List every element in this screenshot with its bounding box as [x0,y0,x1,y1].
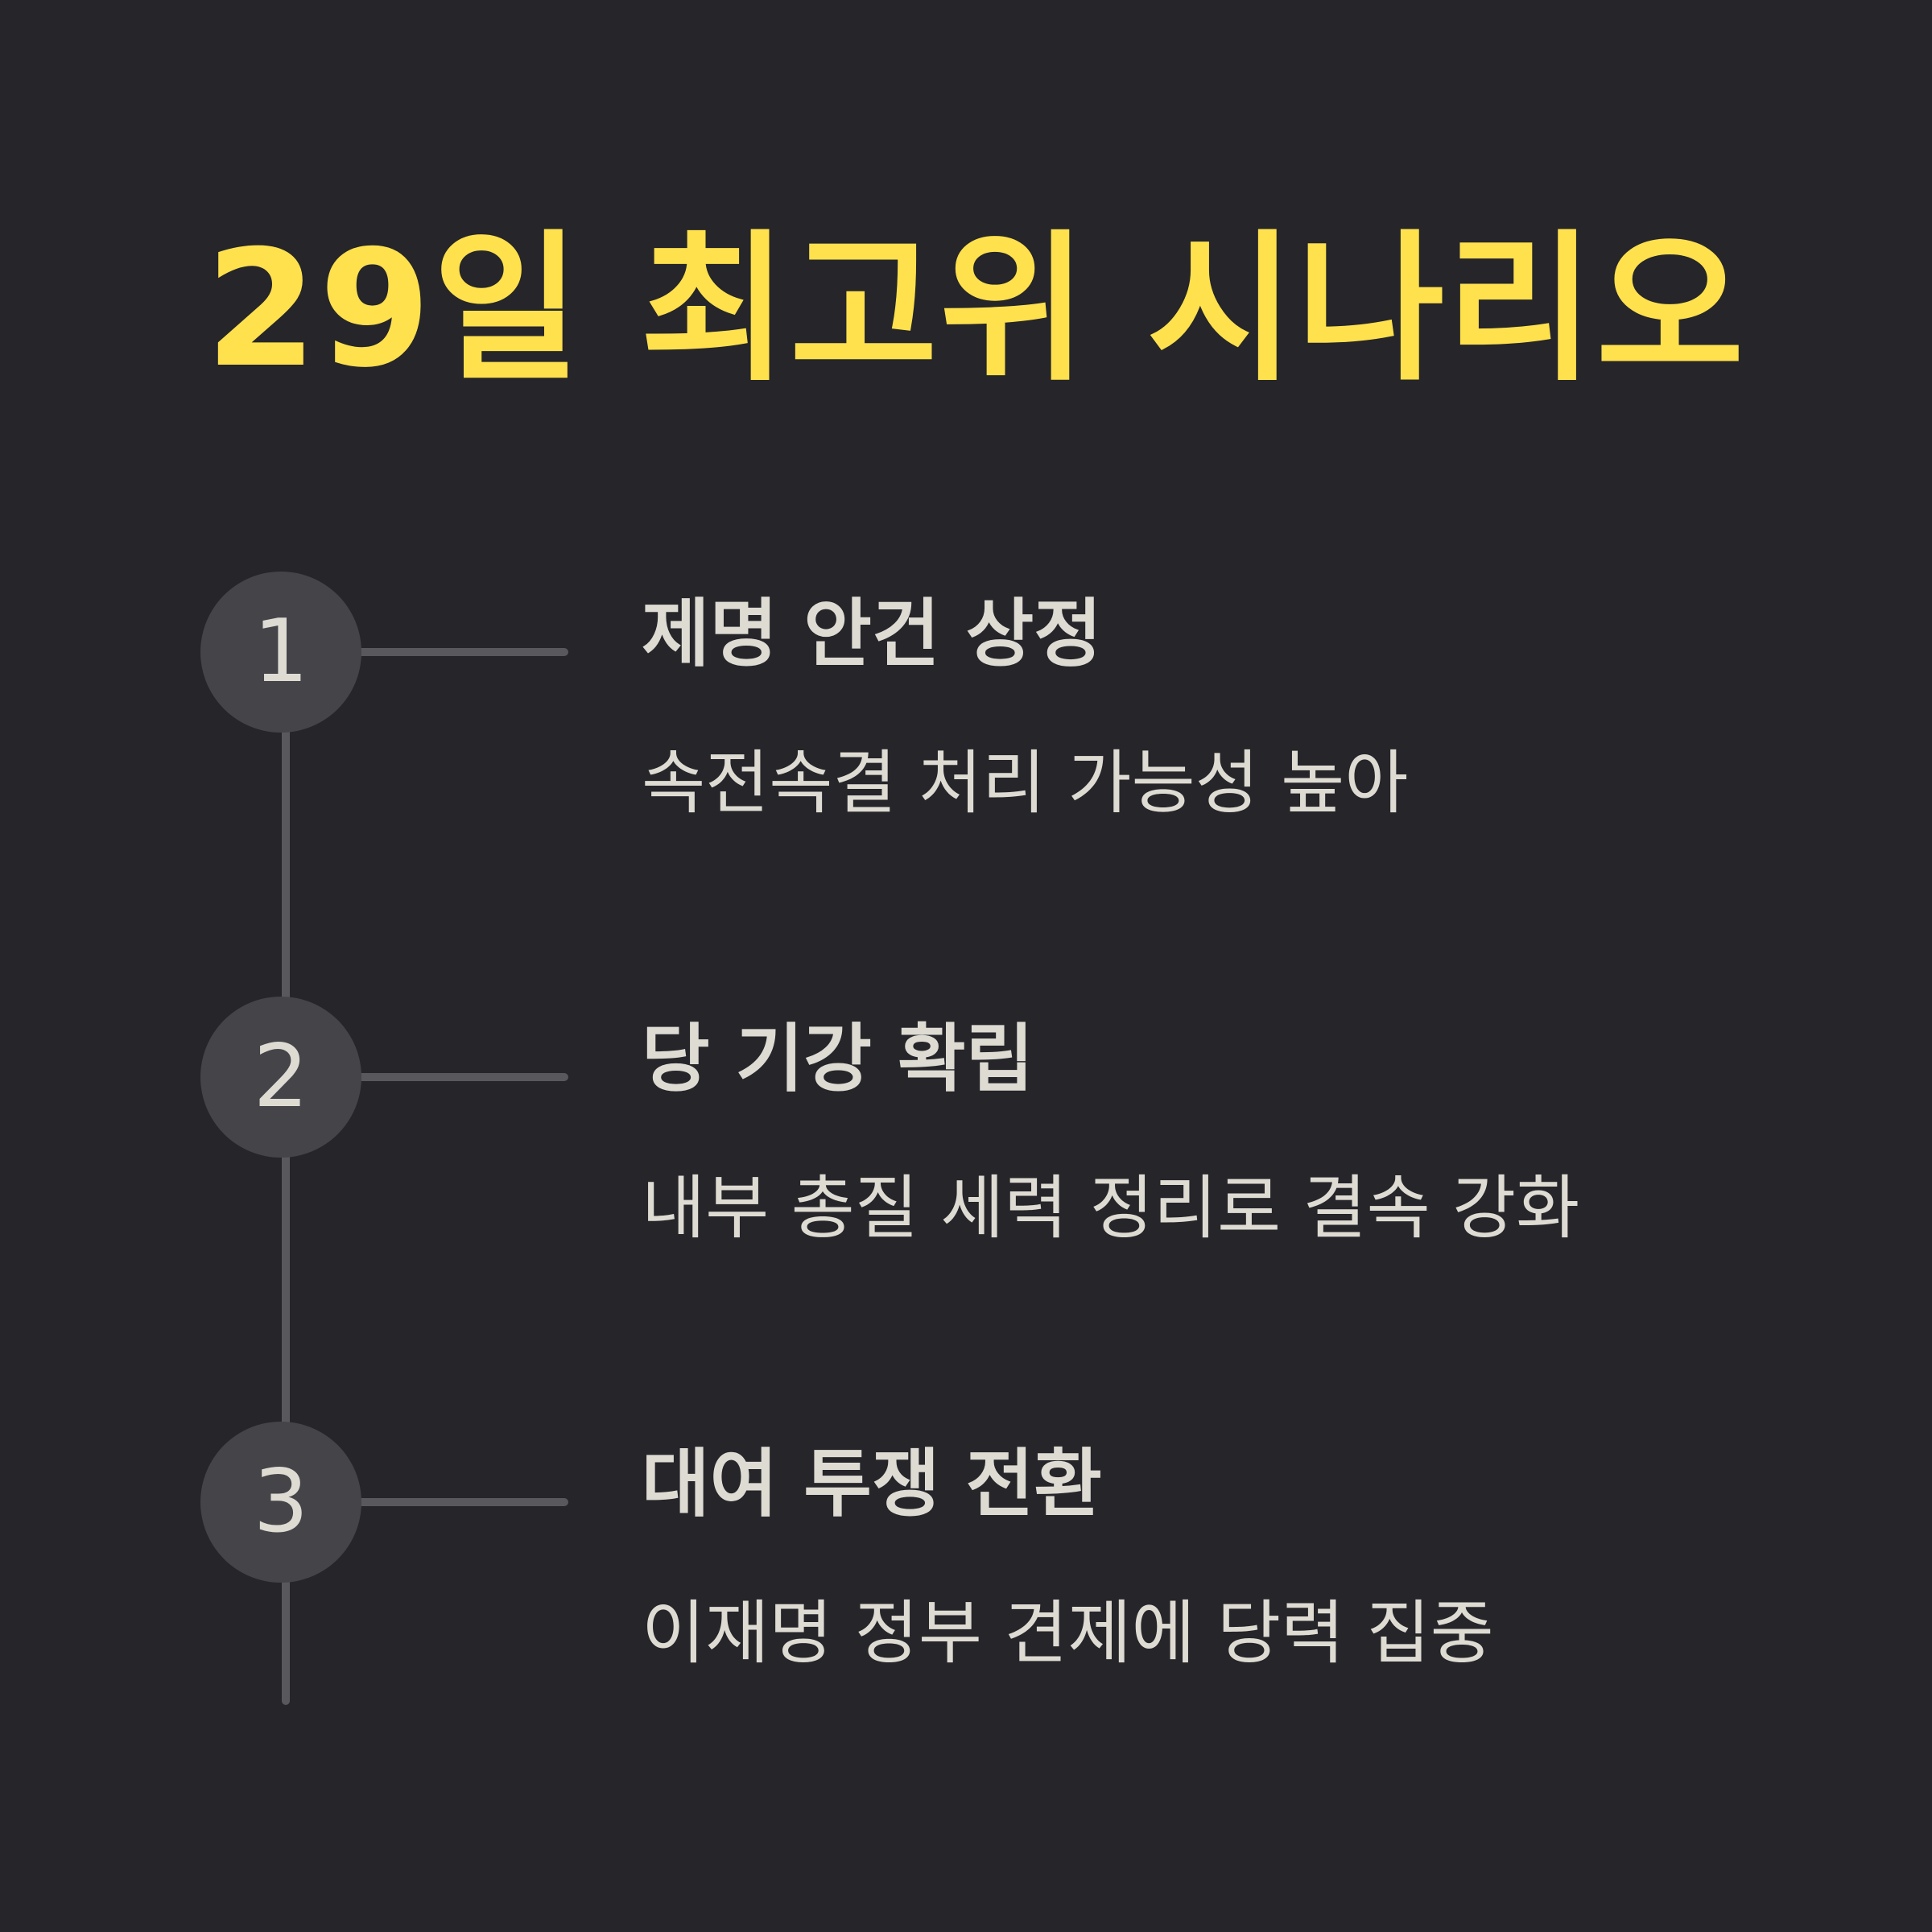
step-3-number: 3 [253,1451,309,1552]
step-1-description: 속전속결 처리 가능성 높아 [642,743,1409,824]
step-1-title: 제명 안건 상정 [642,591,1102,677]
step-2-number-badge: 2 [200,997,361,1158]
step-1-connector [338,648,568,656]
step-3-connector [338,1498,568,1506]
step-3-number-badge: 3 [200,1422,361,1583]
page-title: 29일 최고위 시나리오 [205,216,1746,403]
step-1-number: 1 [253,601,309,702]
step-2-connector [338,1073,568,1081]
step-3-title: 대여 투쟁 전환 [642,1441,1102,1527]
step-2-title: 당 기강 확립 [642,1016,1034,1102]
timeline-line [282,652,290,1705]
step-2-description: 내부 총질 세력 정리로 결속 강화 [642,1168,1580,1249]
step-2-number: 2 [253,1026,309,1127]
step-1-number-badge: 1 [200,572,361,733]
step-3-description: 이재명 정부 견제에 당력 집중 [642,1593,1494,1674]
